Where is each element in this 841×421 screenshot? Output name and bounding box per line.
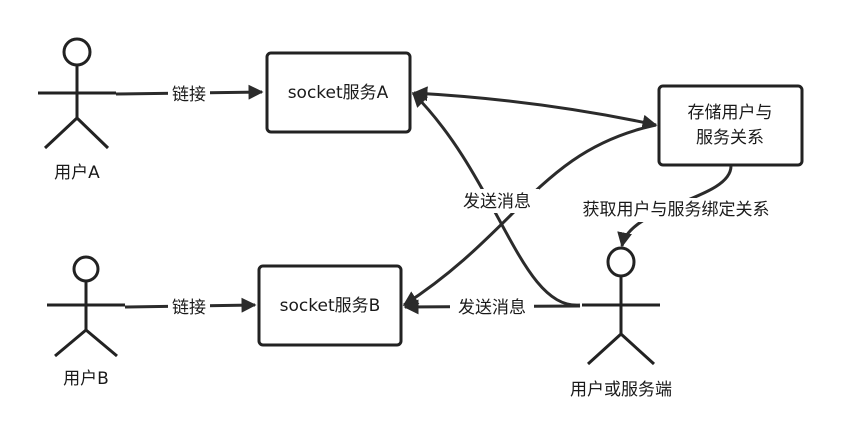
actor-user-b-label: 用户B: [63, 369, 109, 389]
edge-send-msg-a-label: 发送消息: [463, 192, 531, 212]
edge-fetch-relation-label: 获取用户与服务绑定关系: [583, 200, 770, 220]
edge-socket-a-storage: [412, 86, 658, 130]
storage-box: [657, 84, 804, 167]
actor-user-a: [38, 37, 116, 150]
socket-service-a-label: socket服务A: [288, 83, 389, 103]
edge-send-msg-b-label: 发送消息: [458, 298, 526, 318]
actor-user-a-label: 用户A: [54, 163, 100, 183]
storage-label-line2: 服务关系: [696, 128, 764, 148]
edge-connect-a-label: 链接: [172, 85, 206, 105]
socket-service-a-box: [265, 51, 412, 134]
storage-label-line1: 存储用户与: [688, 103, 773, 123]
socket-service-b-box: [257, 264, 403, 347]
edge-connect-b-label: 链接: [172, 298, 206, 318]
edge-user-server-to-socket-a: [411, 91, 581, 307]
actor-user-b: [47, 255, 125, 358]
actor-user-or-server: [582, 246, 660, 366]
actor-user-or-server-label: 用户或服务端: [570, 380, 672, 400]
socket-service-b-label: socket服务B: [280, 296, 381, 316]
